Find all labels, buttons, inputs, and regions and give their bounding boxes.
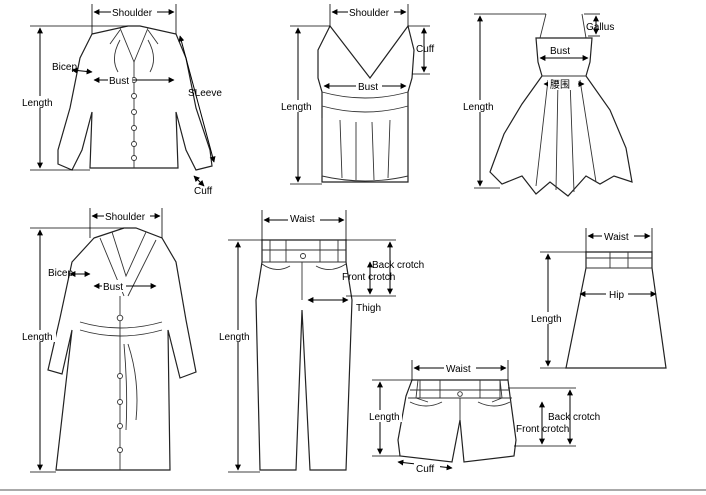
shorts-front-crotch-label: Front crotch (516, 424, 569, 435)
vest-cuff-label: Cuff (416, 44, 434, 55)
shorts-back-crotch-label: Back crotch (548, 412, 600, 423)
vest-diagram: Shoulder Cuff Bust Length (280, 4, 434, 185)
shirt-bicep-label: Bicep (52, 62, 77, 73)
shirt-length-label: Length (22, 98, 53, 109)
dress-outline (489, 37, 633, 197)
shorts-length-label: Length (369, 412, 400, 423)
shorts-diagram: Waist Length Back crotch Front crotch Cu… (368, 360, 600, 475)
vest-shoulder-label: Shoulder (349, 8, 390, 19)
coat-bicep-label: Bicep (48, 268, 73, 279)
vest-length-label: Length (281, 102, 312, 113)
shirt-diagram: Shoulder Bicep Bust SLeeve Length Cuff (22, 4, 222, 197)
pants-thigh-label: Thigh (356, 303, 381, 314)
shorts-outline (397, 379, 517, 463)
coat-outline (47, 227, 197, 471)
pants-waist-label: Waist (290, 214, 315, 225)
skirt-hip-label: Hip (609, 290, 624, 301)
vest-bust-label: Bust (358, 82, 378, 93)
skirt-outline (565, 251, 667, 369)
dress-waist-cn-label: 腰围 (550, 79, 570, 91)
pants-back-crotch-label: Back crotch (372, 260, 424, 271)
shorts-waist-label: Waist (446, 364, 471, 375)
shirt-bust-label: Bust (109, 76, 129, 87)
skirt-length-label: Length (531, 314, 562, 325)
pants-diagram: Waist Back crotch Front crotch Thigh Len… (218, 210, 424, 473)
coat-bust-label: Bust (103, 282, 123, 293)
coat-diagram: Shoulder Bicep Bust Length (22, 208, 197, 473)
dress-bust-label: Bust (550, 46, 570, 57)
pants-length-label: Length (219, 332, 250, 343)
dress-gallus-label: Gallus (586, 22, 614, 33)
dress-diagram: Gallus Bust 腰围 Length (462, 13, 633, 197)
skirt-diagram: Waist Hip Length (530, 228, 667, 369)
pants-front-crotch-label: Front crotch (342, 272, 395, 283)
shorts-cuff-label: Cuff (416, 464, 434, 475)
dress-length-label: Length (463, 102, 494, 113)
coat-shoulder-label: Shoulder (105, 212, 146, 223)
vest-outline (317, 24, 415, 183)
coat-length-label: Length (22, 332, 53, 343)
pants-outline (255, 239, 353, 471)
shirt-sleeve-label: SLeeve (188, 88, 222, 99)
skirt-waist-label: Waist (604, 232, 629, 243)
shirt-cuff-label: Cuff (194, 186, 212, 197)
shirt-shoulder-label: Shoulder (112, 8, 153, 19)
